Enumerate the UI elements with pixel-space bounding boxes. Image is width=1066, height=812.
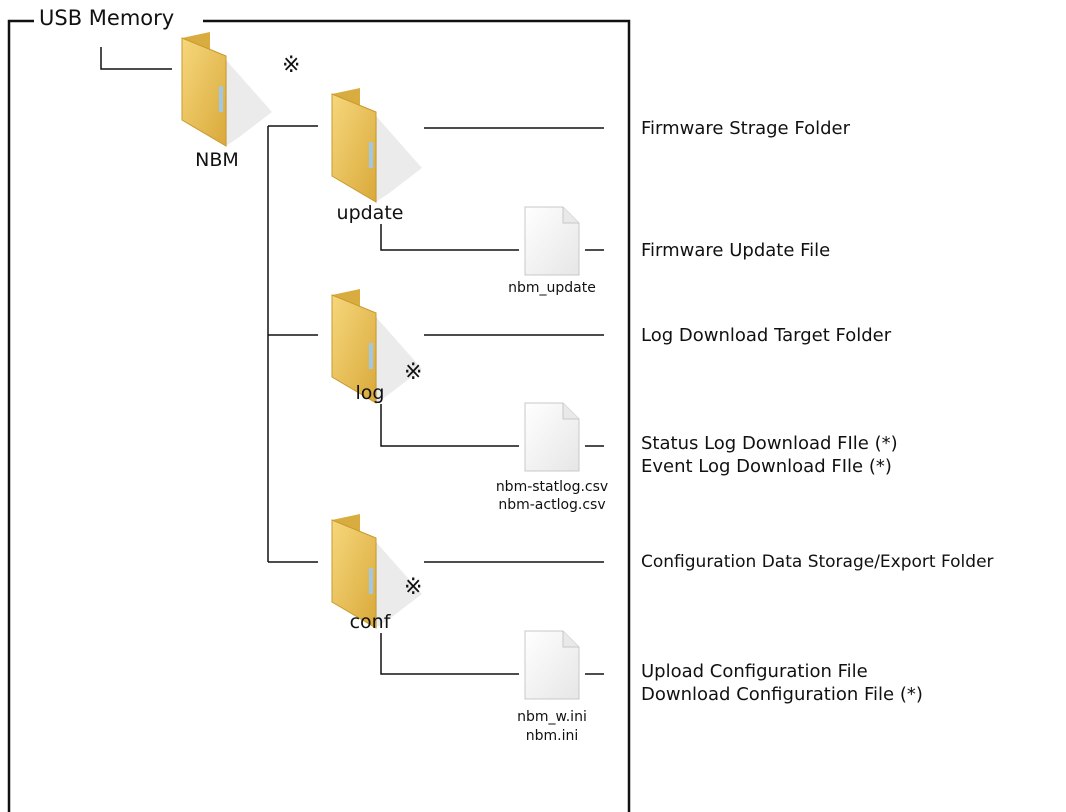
file-label-nbm-w-ini: nbm_w.ini — [517, 709, 587, 725]
desc-status-log-file: Status Log Download FIle (*) — [641, 433, 898, 454]
folder-label-conf: conf — [349, 611, 391, 633]
desc-update-folder: Firmware Strage Folder — [641, 118, 850, 139]
usb-memory-frame — [7, 19, 631, 812]
desc-update-file: Firmware Update File — [641, 240, 831, 261]
desc-event-log-file: Event Log Download FIle (*) — [641, 456, 892, 477]
root-folder-label: NBM — [195, 149, 239, 171]
log-marker: ※ — [404, 360, 423, 385]
desc-upload-config-file: Upload Configuration File — [641, 661, 868, 682]
folder-icon — [181, 32, 272, 147]
file-label-statlog: nbm-statlog.csv — [495, 479, 609, 495]
file-icon — [524, 630, 580, 700]
folder-icon — [331, 289, 422, 404]
file-label-actlog: nbm-actlog.csv — [498, 497, 606, 513]
desc-log-folder: Log Download Target Folder — [641, 325, 892, 346]
file-icon — [524, 206, 580, 276]
file-connector-log — [380, 404, 519, 447]
file-label-nbm-ini: nbm.ini — [525, 728, 579, 744]
root-connector — [100, 47, 172, 70]
folder-icon — [331, 514, 422, 629]
folder-label-log: log — [355, 382, 385, 404]
file-icon — [524, 402, 580, 472]
root-marker: ※ — [282, 53, 301, 78]
folder-label-update: update — [336, 202, 404, 224]
file-label-update: nbm_update — [508, 280, 596, 296]
desc-download-config-file: Download Configuration File (*) — [641, 684, 923, 705]
conf-marker: ※ — [404, 575, 423, 600]
file-connector-update — [380, 224, 519, 251]
desc-conf-folder: Configuration Data Storage/Export Folder — [641, 552, 994, 572]
file-connector-conf — [380, 633, 519, 675]
folder-icon — [331, 88, 422, 203]
frame-title: USB Memory — [36, 8, 178, 29]
